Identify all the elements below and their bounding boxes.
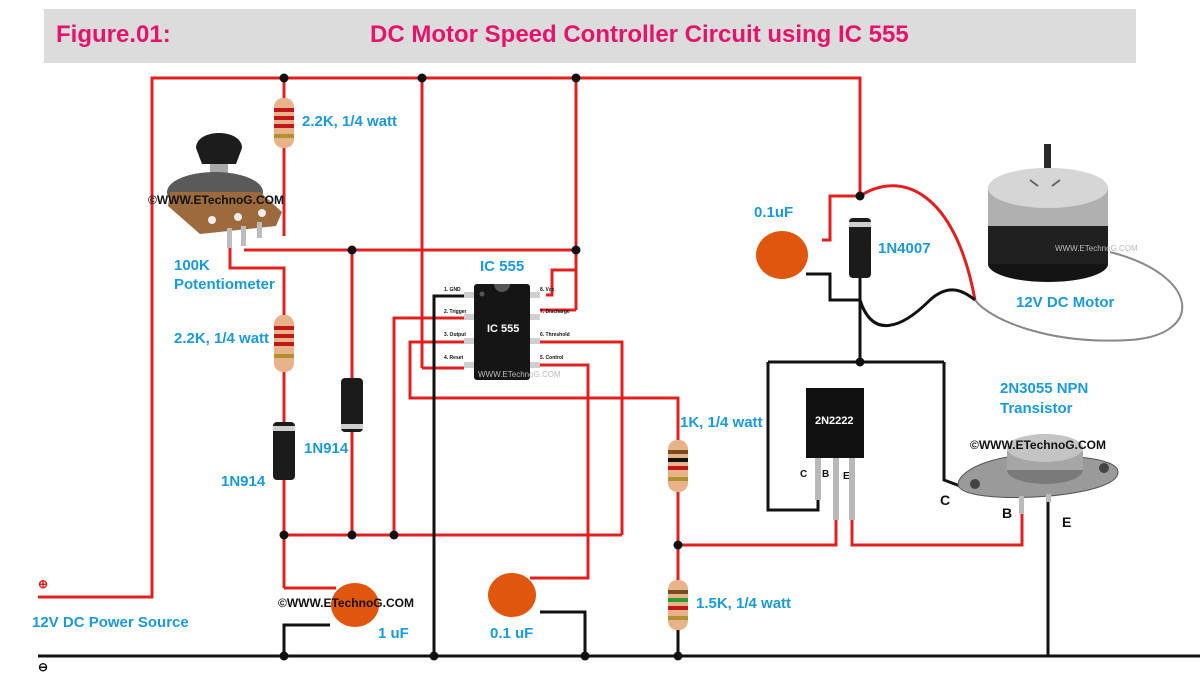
diode-d2: [341, 378, 363, 432]
ic-pin-6-label: 6. Threshold: [540, 332, 570, 338]
gnd-pin-wire: [432, 294, 464, 656]
resistor-r4: [668, 580, 688, 630]
potentiometer: [167, 133, 282, 248]
q1-pin-e: E: [843, 471, 850, 482]
d2-label: 1N914: [304, 440, 349, 457]
watermark-q2: ©WWW.ETechnoG.COM: [970, 438, 1106, 452]
motor-plus-wire: [859, 184, 977, 301]
ic-pin-4-label: 4. Reset: [444, 355, 464, 361]
q2-pin-c: C: [940, 492, 951, 508]
motor-watermark: WWW.ETechnoG.COM: [1055, 244, 1138, 253]
threshold-wire: [540, 340, 624, 535]
capacitor-c1: [331, 583, 379, 627]
q1-emitter-wire: [850, 495, 1024, 547]
pot-label-line2: Potentiometer: [174, 276, 275, 293]
q2-collector-wire: [942, 362, 961, 488]
c3-label: 0.1uF: [754, 204, 794, 221]
vcc-rail-wire: [38, 76, 862, 599]
watermark-pot: ©WWW.ETechnoG.COM: [148, 193, 284, 207]
positive-terminal-symbol: ⊕: [38, 577, 49, 591]
ic-pin-2-label: 2. Trigger: [444, 309, 467, 315]
diode-d3: [849, 218, 871, 278]
figure-title: DC Motor Speed Controller Circuit using …: [370, 21, 909, 48]
ic-pin-1-label: 1. GND: [444, 287, 461, 293]
d1-label: 1N914: [221, 473, 266, 490]
c2-label: 0.1 uF: [490, 625, 534, 642]
ic-title-label: IC 555: [480, 258, 525, 275]
r1-label: 2.2K, 1/4 watt: [302, 113, 398, 130]
figure-header: Figure.01: DC Motor Speed Controller Cir…: [44, 9, 1136, 63]
diode-d1: [273, 422, 295, 480]
ic-pin-8-label: 8. Vcc: [540, 287, 555, 293]
control-wire: [540, 363, 590, 580]
q1-chip-label: 2N2222: [815, 415, 854, 427]
q1-pin-c: C: [800, 469, 808, 480]
motor-minus-wire: [858, 288, 976, 328]
c2-ground-wire: [540, 610, 587, 656]
ic-555-package: [464, 284, 540, 380]
junction-dots: [279, 73, 865, 661]
q1-collector-wire: [766, 362, 820, 512]
ic-pin-7-label: 7. Discharge: [540, 309, 570, 315]
power-source-label: 12V DC Power Source: [32, 614, 189, 631]
ic-watermark: WWW.ETechnoG.COM: [478, 370, 561, 379]
trigger-wire: [392, 316, 464, 535]
capacitor-c2: [488, 573, 540, 617]
dc-motor: [988, 144, 1108, 282]
motor-label: 12V DC Motor: [1016, 294, 1115, 311]
q1-pin-b: B: [822, 469, 830, 480]
c1-ground-wire: [282, 623, 330, 656]
watermark-c1: ©WWW.ETechnoG.COM: [278, 596, 414, 610]
output-wire: [408, 340, 680, 440]
negative-terminal-symbol: ⊖: [38, 660, 49, 674]
figure-label: Figure.01:: [56, 21, 171, 48]
capacitor-c3: [756, 231, 808, 279]
pot-end-wire: [228, 248, 286, 315]
q2-pin-b: B: [1002, 505, 1013, 521]
ic-pin-5-label: 5. Control: [540, 355, 564, 361]
transistor-2n3055: [957, 434, 1119, 514]
q2-pin-e: E: [1062, 514, 1072, 530]
resistor-r1: [274, 98, 294, 148]
c3-bottom-wire: [806, 272, 860, 302]
resistor-r2: [274, 315, 294, 372]
ic-chip-label: IC 555: [487, 323, 520, 335]
q2-label-line1: 2N3055 NPN: [1000, 380, 1089, 397]
transistor-2n2222: [806, 388, 864, 520]
positive-wires: [38, 76, 1024, 599]
motor-lead-wire: [974, 251, 1184, 342]
pot-label-line1: 100K: [174, 257, 210, 274]
ground-wires: [38, 272, 1200, 658]
c1-label: 1 uF: [378, 625, 409, 642]
r3-label: 1K, 1/4 watt: [680, 414, 763, 431]
resistor-r3: [668, 440, 688, 492]
q2-label-line2: Transistor: [1000, 400, 1073, 417]
ic-pin-3-label: 3. Output: [444, 332, 466, 338]
c3-top-wire: [822, 194, 860, 242]
r2-label: 2.2K, 1/4 watt: [174, 330, 270, 347]
r4-label: 1.5K, 1/4 watt: [696, 595, 792, 612]
d3-label: 1N4007: [878, 240, 931, 257]
q1-base-wire: [678, 495, 838, 547]
